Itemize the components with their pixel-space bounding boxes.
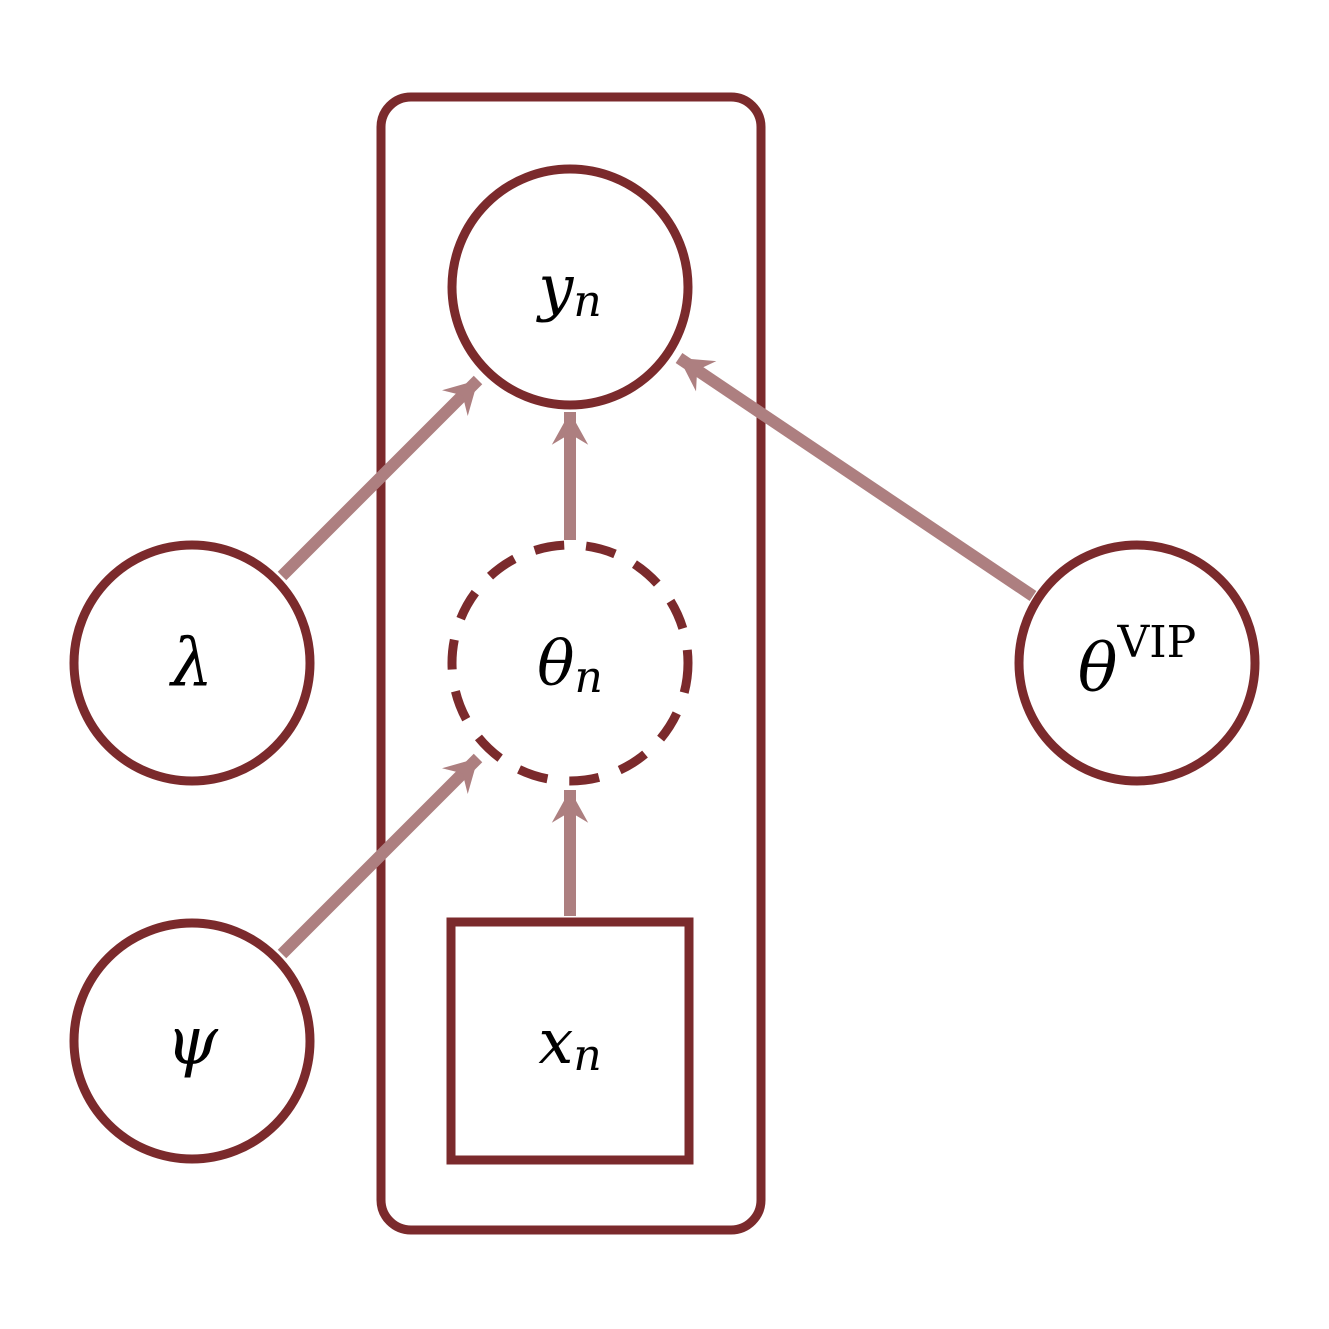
edge-lambda-to-y bbox=[277, 375, 483, 581]
node-lambda-circle bbox=[69, 540, 315, 786]
plate bbox=[376, 92, 766, 1235]
node-x-square bbox=[446, 917, 694, 1165]
node-theta: θn bbox=[447, 540, 693, 786]
edges bbox=[277, 353, 1037, 959]
node-y-label: yn bbox=[535, 251, 601, 327]
node-y: yn bbox=[447, 164, 693, 410]
node-x: xn bbox=[446, 917, 694, 1165]
node-x-label: xn bbox=[538, 1005, 601, 1081]
node-y-circle bbox=[447, 164, 693, 410]
node-theta-vip-label: θVIP bbox=[1078, 617, 1197, 707]
edge-psi-to-theta bbox=[277, 753, 483, 959]
node-lambda: λ bbox=[69, 540, 315, 786]
node-theta-label: θn bbox=[537, 627, 603, 703]
node-psi: ψ bbox=[69, 918, 315, 1164]
edge-theta-vip-to-y bbox=[675, 353, 1037, 601]
node-theta-vip-circle bbox=[1014, 540, 1260, 786]
node-theta-circle bbox=[447, 540, 693, 786]
node-theta-vip: θVIP bbox=[1014, 540, 1260, 786]
node-psi-circle bbox=[69, 918, 315, 1164]
node-lambda-label: λ bbox=[168, 625, 213, 702]
node-psi-label: ψ bbox=[166, 1003, 219, 1080]
